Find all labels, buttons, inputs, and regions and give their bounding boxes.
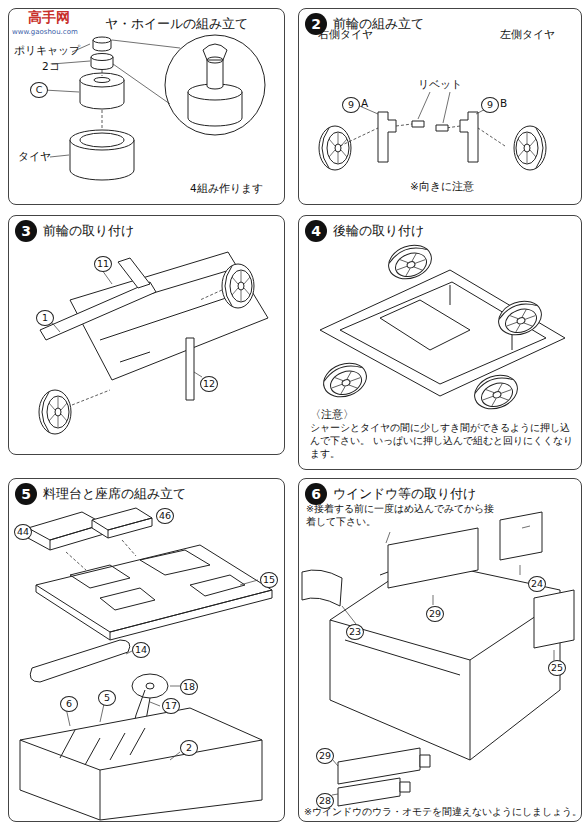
part-label: ※向きに注意: [410, 180, 474, 193]
callout-number: 9: [481, 97, 499, 113]
part-label: 〈注意〉: [310, 408, 354, 421]
step-number-text: 5: [21, 486, 31, 502]
part-label: 右側タイヤ: [318, 28, 373, 41]
callout-number: 5: [98, 690, 116, 706]
callout-number: 11: [94, 256, 112, 272]
step-number: 6: [305, 483, 327, 505]
part-11: [40, 282, 156, 340]
part-25: [534, 590, 574, 648]
part-14: [30, 640, 130, 682]
watermark: 高手网: [28, 9, 70, 27]
polycap: [91, 37, 113, 70]
part-label: 左側タイヤ: [500, 28, 555, 41]
watermark: www.gaoshou.com: [12, 28, 78, 37]
part-label: 4組み作ります: [190, 182, 263, 195]
part-label: リベット: [418, 78, 462, 91]
callout-number: 23: [346, 624, 364, 640]
callout-number: 15: [260, 572, 278, 588]
callout-number: 17: [162, 698, 180, 714]
step-number-text: 3: [21, 223, 31, 239]
note-text: ※ウインドウのウラ・オモテを間違えないようにしましょう。: [304, 806, 582, 819]
step-title: 後輪の取り付け: [333, 222, 424, 240]
note-text: ※接着する前に一度はめ込んでみてから接着して下さい。: [306, 503, 496, 529]
callout-number: 44: [14, 524, 32, 540]
part-29: [388, 528, 478, 588]
part-46: [92, 508, 152, 538]
callout-number: 9: [342, 97, 360, 113]
callout-number: 1: [36, 310, 54, 326]
callout-number: 18: [180, 679, 198, 695]
part-44: [28, 512, 104, 550]
callout-number: 24: [528, 576, 546, 592]
step-number-text: 6: [311, 486, 321, 502]
knuckle-a: [378, 112, 396, 162]
part-12: [186, 338, 194, 400]
step-panel: ヤ・ホイールの組み立て: [8, 8, 285, 205]
callout-number: 14: [132, 642, 150, 658]
callout-number: 12: [200, 376, 218, 392]
part-15: [36, 545, 272, 640]
callout-number: 25: [548, 660, 566, 676]
step-panel: ウインドウ等の取り付け 6: [298, 478, 582, 822]
step-title: 前輪の取り付け: [43, 222, 134, 240]
part-label: B: [500, 97, 507, 110]
tire: [70, 130, 134, 180]
step-title: 料理台と座席の組み立て: [43, 485, 186, 503]
van-body: [330, 560, 560, 760]
step-title: ヤ・ホイールの組み立て: [105, 15, 248, 33]
step-number: 5: [15, 483, 37, 505]
part-2: [20, 708, 262, 820]
part-label: 2コ: [42, 60, 60, 73]
part-label: A: [361, 97, 368, 110]
step-number: 3: [15, 220, 37, 242]
step-title: ウインドウ等の取り付け: [333, 485, 476, 503]
callout-number: 29: [426, 606, 444, 622]
wheel-c: [80, 73, 124, 109]
step-number: 4: [305, 220, 327, 242]
callout-number: 2: [180, 740, 198, 756]
note-text: シャーシとタイヤの間に少しすき間ができるように押し込んで下さい。 いっぱいに押し…: [310, 422, 574, 460]
callout-number: 29: [316, 748, 334, 764]
part-23: [302, 570, 342, 606]
part-24: [500, 512, 542, 560]
part-label: ポリキャップ: [14, 44, 80, 57]
knuckle-b: [460, 112, 478, 162]
callout-number: C: [30, 82, 48, 98]
step-panel: 前輪の取り付け 3: [8, 215, 285, 455]
step-number-text: 4: [311, 223, 321, 239]
part-18: [132, 674, 168, 698]
callout-number: 46: [156, 508, 174, 524]
part-label: タイヤ: [18, 150, 51, 163]
callout-number: 6: [60, 696, 78, 712]
